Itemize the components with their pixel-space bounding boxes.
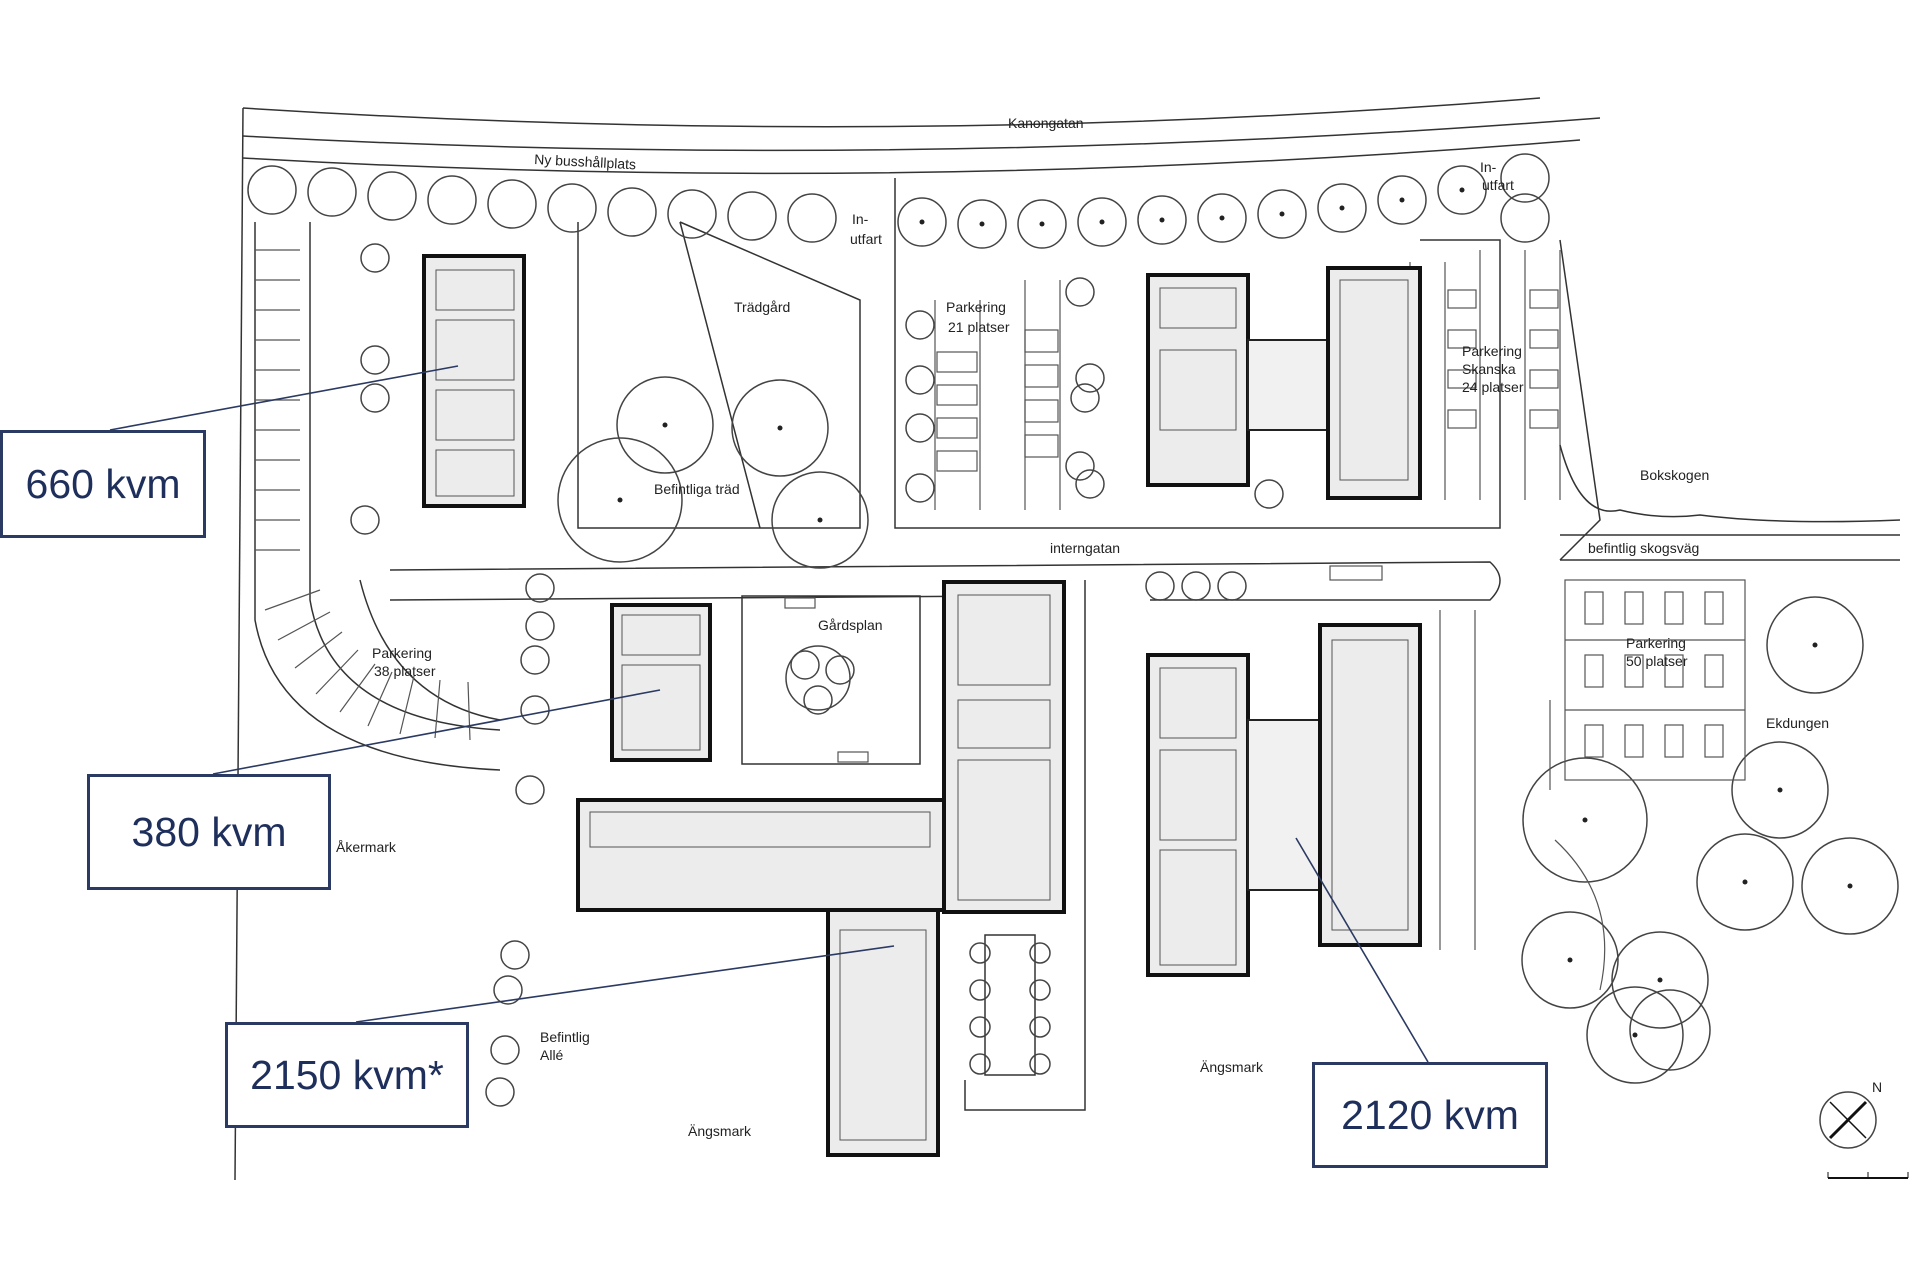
- label-parkering-skanska: Parkering: [1462, 343, 1522, 359]
- forest-edge: [1559, 444, 1901, 561]
- label-in-utfart-1b: utfart: [850, 231, 882, 247]
- label-befintliga-trad: Befintliga träd: [654, 481, 740, 497]
- north-label: N: [1872, 1079, 1882, 1095]
- label-befintlig-alle-b: Allé: [540, 1047, 564, 1063]
- label-interngatan: interngatan: [1050, 540, 1120, 556]
- kanongatan-road: [234, 97, 1601, 1181]
- callout-leaders: [109, 365, 1429, 1063]
- label-parkering-21: Parkering: [946, 299, 1006, 315]
- label-tradgard: Trädgård: [734, 299, 790, 315]
- garden-paths: [577, 178, 1601, 561]
- scale-bar: [1827, 1172, 1909, 1179]
- label-akermark: Åkermark: [336, 839, 397, 855]
- label-parkering-21b: 21 platser: [948, 319, 1010, 335]
- label-in-utfart-2b: utfart: [1482, 177, 1514, 193]
- building-2150: [576, 580, 1066, 1157]
- gardsplan: [741, 595, 921, 765]
- label-angsmark-1: Ängsmark: [688, 1123, 752, 1139]
- label-parkering-50: Parkering: [1626, 635, 1686, 651]
- label-bokskogen: Bokskogen: [1640, 467, 1709, 483]
- label-parkering-skanska-b: Skanska: [1462, 361, 1516, 377]
- building-2120: [1146, 623, 1422, 977]
- small-trees: [350, 243, 1284, 1107]
- label-angsmark-2: Ängsmark: [1200, 1059, 1264, 1075]
- building-660: [422, 254, 526, 508]
- parking-38: [254, 222, 501, 771]
- label-parkering-38b: 38 platser: [374, 663, 436, 679]
- label-skogsvag: befintlig skogsväg: [1588, 540, 1699, 556]
- callout-2150-kvm: 2150 kvm*: [225, 1022, 469, 1128]
- building-ne: [1146, 266, 1422, 500]
- label-parkering-38: Parkering: [372, 645, 432, 661]
- label-in-utfart-1: In-: [852, 211, 869, 227]
- label-gardsplan: Gårdsplan: [818, 617, 883, 633]
- tree-row-north: [247, 153, 1550, 249]
- north-arrow: N: [1819, 1079, 1882, 1149]
- callout-2120-kvm: 2120 kvm: [1312, 1062, 1548, 1168]
- callout-660-kvm: 660 kvm: [0, 430, 206, 538]
- label-in-utfart-2: In-: [1480, 159, 1497, 175]
- label-parkering-50b: 50 platser: [1626, 653, 1688, 669]
- outdoor-tables: [964, 580, 1086, 1111]
- existing-trees: [557, 376, 1899, 1084]
- parking-50: [1439, 579, 1746, 991]
- building-380: [610, 603, 712, 762]
- map-labels: Kanongatan Ny busshållplats In- utfart I…: [336, 115, 1829, 1139]
- label-busshallplats: Ny busshållplats: [534, 151, 637, 172]
- parking-21: [934, 280, 1061, 510]
- label-ekdungen: Ekdungen: [1766, 715, 1829, 731]
- label-befintlig-alle: Befintlig: [540, 1029, 590, 1045]
- label-parkering-skanska-c: 24 platser: [1462, 379, 1524, 395]
- label-kanongatan: Kanongatan: [1008, 115, 1084, 131]
- callout-380-kvm: 380 kvm: [87, 774, 331, 890]
